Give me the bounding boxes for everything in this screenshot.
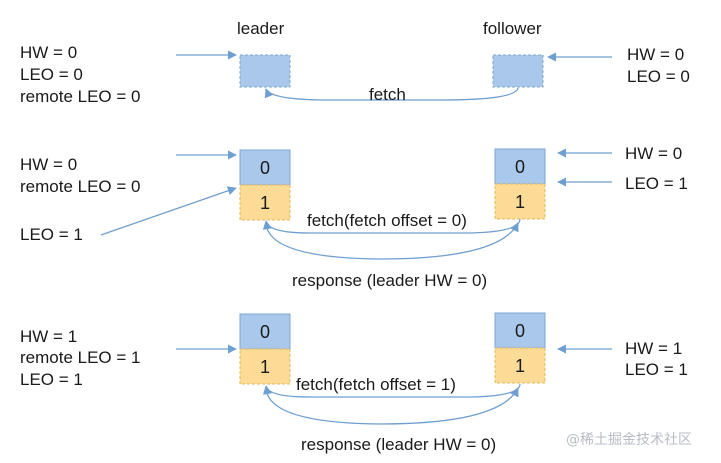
s3-follower-cell-1-text: 1 [515,356,525,376]
s2-arrow-leader-leo [100,186,237,236]
s3-response-arrow [265,387,519,425]
stage-1: HW = 0 LEO = 0 remote LEO = 0 HW = 0 LEO… [20,43,690,106]
s3-response-label: response (leader HW = 0) [301,435,496,454]
s3-follower-cell-0-text: 0 [515,321,525,341]
s1-follower-empty-log [492,54,544,88]
s2-leader-remote-leo: remote LEO = 0 [20,177,140,196]
s2-leader-cell-0-text: 0 [260,158,270,178]
s2-leader-cell-1 [239,184,291,221]
follower-title: follower [483,19,542,38]
s2-follower-cell-1-text: 1 [515,192,525,212]
s3-leader-cell-1-text: 1 [260,357,270,377]
s3-follower-leo: LEO = 1 [625,360,688,379]
s1-leader-empty-log [239,54,291,88]
s2-leader-cell-1-text: 1 [260,193,270,213]
s3-follower-cell-1 [494,347,546,384]
s1-leader-leo: LEO = 0 [20,65,83,84]
leader-title: leader [237,19,285,38]
s2-follower-leo: LEO = 1 [625,174,688,193]
s3-fetch-label: fetch(fetch offset = 1) [296,375,456,394]
s2-response-label: response (leader HW = 0) [292,271,487,290]
s2-leader-leo: LEO = 1 [20,225,83,244]
s3-leader-cell-0-text: 0 [260,322,270,342]
s1-follower-hw: HW = 0 [627,45,684,64]
s3-leader-leo: LEO = 1 [20,370,83,389]
s1-leader-hw: HW = 0 [20,43,77,62]
stage-3: HW = 1 remote LEO = 1 LEO = 1 HW = 1 LEO… [20,312,688,454]
watermark: @稀土掘金技术社区 [566,432,692,448]
stage-2: HW = 0 remote LEO = 0 LEO = 1 HW = 0 LEO… [20,144,688,290]
s3-follower-hw: HW = 1 [625,339,682,358]
s3-leader-cell-1 [239,348,291,385]
s2-follower-hw: HW = 0 [625,144,682,163]
s3-leader-remote-leo: remote LEO = 1 [20,348,140,367]
s3-leader-hw: HW = 1 [20,327,77,346]
s2-fetch-label: fetch(fetch offset = 0) [307,211,467,230]
s1-leader-remote-leo: remote LEO = 0 [20,87,140,106]
s2-follower-cell-0 [494,148,546,185]
s1-fetch-label: fetch [369,85,406,104]
s1-fetch-arrow [264,87,519,101]
s2-leader-hw: HW = 0 [20,155,77,174]
s2-leader-cell-0 [239,149,291,186]
s1-follower-leo: LEO = 0 [627,67,690,86]
s2-follower-cell-0-text: 0 [515,157,525,177]
s2-response-arrow [265,222,519,260]
s3-follower-cell-0 [494,312,546,349]
